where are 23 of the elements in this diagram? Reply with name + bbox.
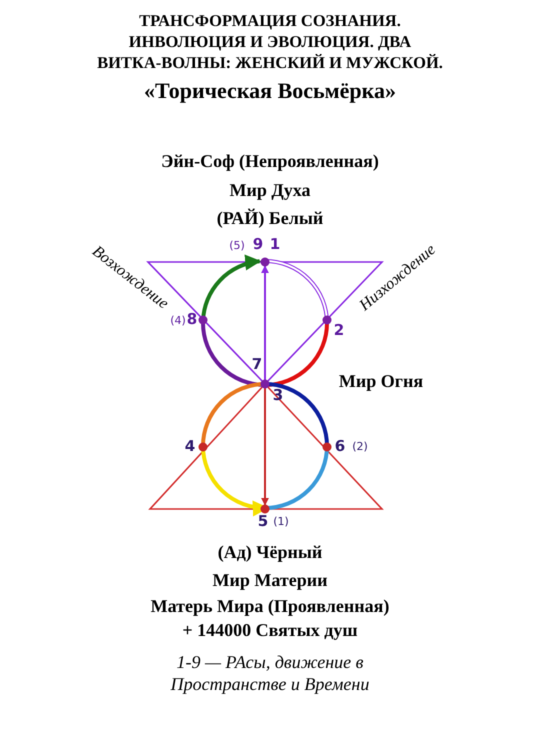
point-number: 2 [334, 323, 344, 338]
heading: Мир Духа [229, 181, 311, 199]
heading: Матерь Мира (Проявленная) [150, 597, 390, 615]
point-note: (1) [273, 516, 289, 527]
caption: 1-9 — РАсы, движение в Пространстве и Времени [170, 652, 370, 696]
point-number: 5 [258, 514, 268, 529]
heading: Мир Огня [338, 372, 424, 390]
point-number: 8 [186, 312, 198, 327]
point-number: 1 [270, 237, 280, 252]
point-number: 9 [252, 237, 264, 252]
point-number: 4 [184, 439, 196, 454]
point-note: (4) [170, 315, 186, 326]
subtitle: «Торическая Восьмёрка» [144, 80, 396, 102]
heading: + 144000 Святых душ [182, 621, 358, 639]
point-note: (2) [352, 441, 368, 452]
heading: Мир Материи [212, 571, 328, 589]
heading: Эйн-Соф (Непроявленная) [161, 152, 379, 170]
heading: (РАЙ) Белый [216, 209, 324, 227]
title: ТРАНСФОРМАЦИЯ СОЗНАНИЯ. ИНВОЛЮЦИЯ И ЭВОЛЮЦИЯ. ДВА ВИТКА-ВОЛНЫ: ЖЕНСКИЙ И МУЖСКОЙ. [96, 10, 444, 74]
heading: (Ад) Чёрный [218, 543, 322, 561]
point-note: (5) [229, 240, 245, 251]
point-number: 6 [334, 439, 346, 454]
point-number: 7 [252, 357, 262, 372]
